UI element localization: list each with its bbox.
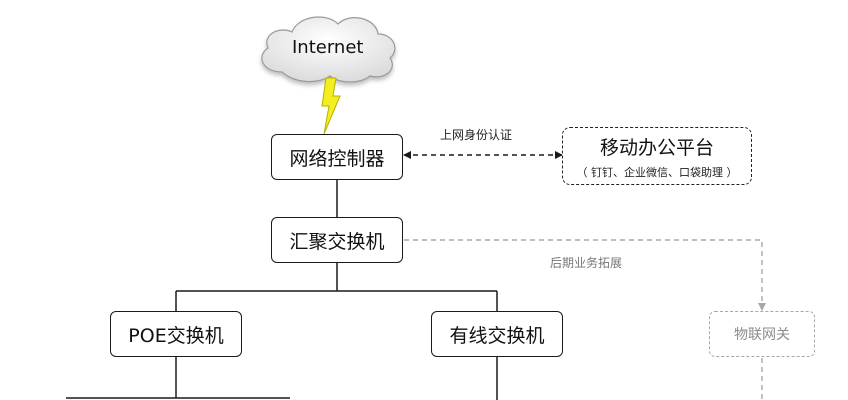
network-controller-node: 网络控制器 bbox=[271, 134, 403, 180]
mobile-office-subtitle: （ 钉钉、企业微信、口袋助理 ） bbox=[576, 165, 738, 179]
lightning-bolt-icon bbox=[321, 77, 341, 135]
aggregation-switch-node: 汇聚交换机 bbox=[271, 217, 403, 263]
poe-switch-node: POE交换机 bbox=[110, 311, 242, 357]
auth-label: 上网身份认证 bbox=[440, 128, 513, 142]
mobile-office-title: 移动办公平台 bbox=[599, 136, 714, 159]
expansion-label: 后期业务拓展 bbox=[550, 256, 623, 270]
wired-switch-node: 有线交换机 bbox=[431, 311, 563, 357]
edge-expansion bbox=[404, 239, 766, 400]
mobile-office-platform-node: 移动办公平台 （ 钉钉、企业微信、口袋助理 ） bbox=[562, 127, 752, 185]
iot-gateway-node: 物联网关 bbox=[709, 311, 815, 357]
internet-cloud bbox=[261, 16, 396, 83]
internet-label: Internet bbox=[292, 37, 364, 58]
edge-aggregation-tree bbox=[66, 262, 498, 400]
